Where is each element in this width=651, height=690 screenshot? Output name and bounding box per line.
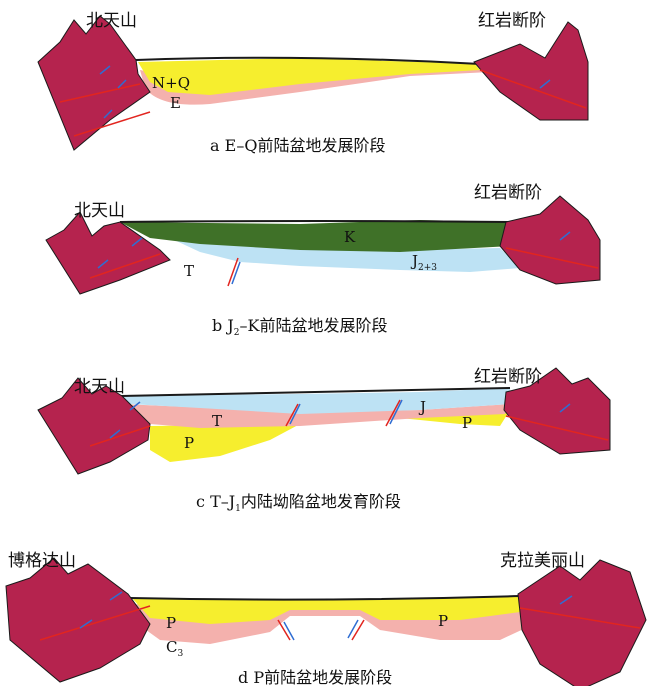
panel-c-left-range-label: 北天山 <box>74 377 125 397</box>
panel-b-unit-j23: J2+3 <box>412 252 437 273</box>
panel-b-right-range-label: 红岩断阶 <box>474 183 542 203</box>
panel-a-layer-nq <box>138 58 480 95</box>
panel-b-fault-blue <box>97 231 571 285</box>
panel-a-fault-red <box>59 69 587 137</box>
panel-c-layer-t <box>120 404 510 428</box>
panel-b-fault-red <box>89 247 599 287</box>
panel-d-surface-line <box>129 595 521 601</box>
panel-c-caption-text-2: 内陆坳陷盆地发育阶段 <box>240 492 401 511</box>
panel-d-fault-red <box>39 605 641 641</box>
panel-c-right-range-label: 红岩断阶 <box>474 367 542 387</box>
panel-c-unit-p-right: P <box>462 414 473 432</box>
panel-d <box>5 557 647 690</box>
panel-d-unit-c: C <box>166 638 178 656</box>
panel-d-left-range-label: 博格达山 <box>8 551 76 571</box>
panel-a-caption-text: E–Q前陆盆地发展阶段 <box>224 136 386 155</box>
panel-c-surface-line <box>119 387 511 397</box>
panel-c-caption-sub: 1 <box>235 504 241 515</box>
panel-b-unit-j-sub: 2+3 <box>418 263 438 273</box>
panel-d-left-mountain <box>5 557 151 683</box>
panel-c-caption: c T–J1内陆坳陷盆地发育阶段 <box>196 488 401 514</box>
panel-c-layer-j <box>120 388 510 414</box>
panel-d-caption-text: P前陆盆地发展阶段 <box>253 668 393 687</box>
panel-a-left-mountain <box>37 15 151 151</box>
panel-c-caption-text-1: T–J <box>210 492 236 511</box>
panel-c-layer-p-left <box>150 424 300 462</box>
panel-b-layer-k <box>120 220 512 252</box>
panel-a-right-range-label: 红岩断阶 <box>478 11 546 31</box>
panel-a-unit-e: E <box>170 94 181 112</box>
panel-b-unit-j: J <box>412 252 419 270</box>
panel-b-caption-sub: 2 <box>233 328 240 339</box>
panel-c-unit-t: T <box>212 412 223 430</box>
panel-a-unit-nq: N+Q <box>152 74 190 92</box>
panel-d-fault-blue <box>79 591 573 641</box>
panel-b-unit-t: T <box>184 262 195 280</box>
panel-b-caption-text-2: –K前陆盆地发展阶段 <box>239 316 388 335</box>
panel-b <box>45 195 601 295</box>
panel-d-caption: d P前陆盆地发展阶段 <box>238 664 392 688</box>
panel-d-unit-p-left: P <box>166 614 177 632</box>
panel-a-right-mountain <box>473 21 589 121</box>
panel-d-unit-c-sub: 3 <box>177 649 184 659</box>
panel-a-caption: a E–Q前陆盆地发展阶段 <box>210 132 385 156</box>
panel-d-layer-p <box>132 596 520 624</box>
panel-c-fault-blue <box>109 399 571 439</box>
panel-b-caption-text-1: J <box>227 316 234 335</box>
panel-c <box>37 367 611 475</box>
panel-a-surface-line <box>135 56 481 65</box>
panel-b-caption-letter: b <box>212 316 223 335</box>
panel-b-left-range-label: 北天山 <box>74 201 125 221</box>
panel-a <box>37 15 589 151</box>
panel-c-right-mountain <box>503 367 611 455</box>
panel-c-left-mountain <box>37 377 151 475</box>
panel-c-caption-letter: c <box>196 492 205 511</box>
panel-c-unit-j: J <box>420 398 427 416</box>
panel-b-caption: b J2–K前陆盆地发展阶段 <box>212 312 387 338</box>
panel-d-right-mountain <box>517 559 647 690</box>
panel-d-right-range-label: 克拉美丽山 <box>500 551 585 571</box>
panel-b-surface-line <box>119 220 513 223</box>
panel-d-unit-c3: C3 <box>166 638 183 659</box>
panel-a-fault-blue <box>99 65 551 119</box>
panel-b-left-mountain <box>45 211 171 295</box>
panel-d-unit-p-right: P <box>438 612 449 630</box>
panel-c-fault-red <box>89 399 609 447</box>
panel-a-caption-letter: a <box>210 136 220 155</box>
panel-d-caption-letter: d <box>238 668 249 687</box>
panel-c-unit-p-left: P <box>184 434 195 452</box>
panel-b-right-mountain <box>499 195 601 285</box>
panel-a-left-range-label: 北天山 <box>86 11 137 31</box>
panel-b-unit-k: K <box>344 228 356 246</box>
